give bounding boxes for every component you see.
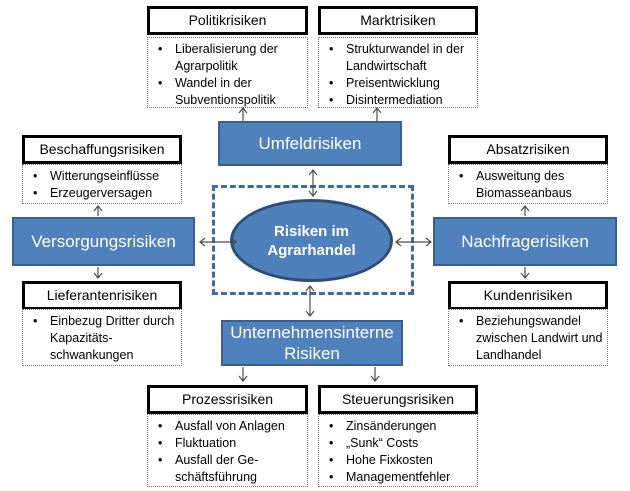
bullet-item: Managementfehler	[319, 469, 476, 486]
steuerungsrisiken-title-box: Steuerungsrisiken	[318, 385, 478, 414]
absatzrisiken-items-box: Ausweitung des Biomasseanbaus	[448, 164, 608, 204]
prozessrisiken-title-box: Prozessrisiken	[147, 385, 308, 414]
bullet-list: Beziehungswandel zwischen Landwirt und L…	[449, 313, 606, 364]
beschaffungsrisiken-items-box: Witterungseinflüsse Erzeugerversagen	[22, 164, 182, 204]
arrow-down-icon	[238, 367, 248, 382]
absatzrisiken-title-box: Absatzrisiken	[448, 135, 608, 164]
bullet-list: Einbezug Dritter durch Kapazitäts- schwa…	[23, 313, 180, 364]
arrow-up-icon	[520, 205, 530, 216]
hub-umfeldrisiken: Umfeldrisiken	[218, 121, 402, 166]
bullet-item: Witterungseinflüsse	[23, 168, 180, 185]
bullet-item: „Sunk“ Costs	[319, 435, 476, 452]
bullet-item: Ausweitung des Biomasseanbaus	[449, 168, 606, 202]
bullet-list: Strukturwandel in der Landwirtschaft Pre…	[319, 41, 476, 109]
kundenrisiken-items-box: Beziehungswandel zwischen Landwirt und L…	[448, 309, 608, 366]
bullet-list: Liberalisierung der Agrarpolitik Wandel …	[148, 41, 306, 109]
arrow-up-icon	[238, 107, 248, 121]
hub-versorgungsrisiken: Versorgungsrisiken	[12, 217, 195, 266]
lieferantenrisiken-title-box: Lieferantenrisiken	[22, 281, 182, 310]
bullet-item: Hohe Fixkosten	[319, 452, 476, 469]
arrow-down-icon	[93, 267, 103, 279]
lieferantenrisiken-items-box: Einbezug Dritter durch Kapazitäts- schwa…	[22, 309, 182, 366]
bullet-item: Wandel in der Subventionspolitik	[148, 75, 306, 109]
hub-versorgungsrisiken-label: Versorgungsrisiken	[31, 232, 176, 251]
hub-unternehmensinterne-risiken: Unternehmensinterne Risiken	[221, 320, 403, 366]
hub-nachfragerisiken: Nachfragerisiken	[433, 217, 617, 266]
hub-unternehmensinterne-risiken-label: Unternehmensinterne Risiken	[230, 323, 394, 363]
central-risk-ellipse: Risiken im Agrarhandel	[230, 199, 393, 282]
politikrisiken-title-box: Politikrisiken	[147, 6, 308, 35]
arrow-up-icon	[93, 205, 103, 216]
central-risk-label-line2: Agrarhandel	[267, 241, 356, 259]
bullet-item: Ausfall von Anlagen	[148, 418, 306, 435]
marktrisiken-items-box: Strukturwandel in der Landwirtschaft Pre…	[318, 37, 478, 109]
steuerungsrisiken-items-box: Zinsänderungen „Sunk“ Costs Hohe Fixkost…	[318, 414, 478, 487]
bullet-item: Einbezug Dritter durch Kapazitäts- schwa…	[23, 313, 180, 364]
politikrisiken-items-box: Liberalisierung der Agrarpolitik Wandel …	[147, 37, 308, 108]
bullet-list: Zinsänderungen „Sunk“ Costs Hohe Fixkost…	[319, 418, 476, 486]
bullet-list: Witterungseinflüsse Erzeugerversagen	[23, 168, 180, 202]
bullet-item: Beziehungswandel zwischen Landwirt und L…	[449, 313, 606, 364]
bullet-item: Zinsänderungen	[319, 418, 476, 435]
arrow-up-icon	[372, 107, 382, 121]
bullet-item: Preisentwicklung	[319, 75, 476, 92]
bullet-item: Ausfall der Ge- schäftsführung	[148, 452, 306, 486]
arrow-down-icon	[520, 267, 530, 279]
kundenrisiken-title-box: Kundenrisiken	[448, 281, 608, 310]
bullet-list: Ausweitung des Biomasseanbaus	[449, 168, 606, 202]
hub-nachfragerisiken-label: Nachfragerisiken	[461, 232, 589, 251]
bullet-item: Liberalisierung der Agrarpolitik	[148, 41, 306, 75]
hub-umfeldrisiken-label: Umfeldrisiken	[258, 134, 362, 153]
arrow-down-icon	[370, 367, 380, 382]
bullet-item: Erzeugerversagen	[23, 185, 180, 202]
bullet-item: Fluktuation	[148, 435, 306, 452]
beschaffungsrisiken-title-box: Beschaffungsrisiken	[22, 135, 182, 164]
bullet-item: Disintermediation	[319, 92, 476, 109]
marktrisiken-title-box: Marktrisiken	[318, 6, 478, 35]
central-risk-label-line1: Risiken im	[273, 222, 350, 240]
bullet-list: Ausfall von Anlagen Fluktuation Ausfall …	[148, 418, 306, 486]
bullet-item: Strukturwandel in der Landwirtschaft	[319, 41, 476, 75]
prozessrisiken-items-box: Ausfall von Anlagen Fluktuation Ausfall …	[147, 414, 308, 487]
